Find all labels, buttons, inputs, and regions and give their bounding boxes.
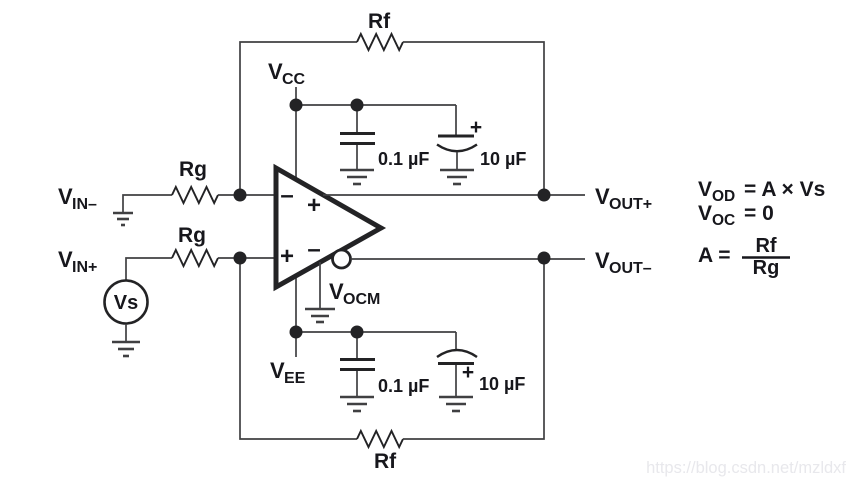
junction-dot <box>537 188 551 202</box>
ground-symbol-vcc-large <box>440 168 474 186</box>
capacitor-vee-small <box>340 358 375 371</box>
cap-vee-large-plus: + <box>462 361 474 384</box>
capacitor-vcc-large <box>436 134 478 153</box>
eq-gain-numerator: Rf <box>755 235 776 257</box>
vin-minus-branch: Rg V IN– <box>58 158 276 227</box>
ground-symbol-vocm <box>305 307 335 324</box>
bottom-feedback-branch: Rf <box>239 258 545 473</box>
vin-minus-label: V <box>58 184 73 209</box>
eq-voc-base: V <box>698 202 712 225</box>
opamp-inversion-bubble <box>331 248 352 270</box>
junction-dot <box>233 251 247 265</box>
vcc-label: V <box>268 59 283 84</box>
resistor-rg-lower <box>171 247 219 269</box>
output-lines: V OUT+ V OUT– <box>323 184 652 277</box>
resistor-rf-bottom <box>356 428 404 450</box>
junction-dots <box>233 98 551 339</box>
wire-vin-minus-left <box>122 194 172 213</box>
rf-bottom-label: Rf <box>374 450 397 473</box>
wire-top-feedback-right <box>403 41 545 195</box>
opamp-triangle <box>273 163 387 292</box>
ground-symbol-vee-small <box>340 395 374 413</box>
eq-voc-sub: OC <box>712 212 735 229</box>
capacitor-vee-large <box>436 348 478 365</box>
vee-label: V <box>270 358 285 383</box>
junction-dot <box>537 251 551 265</box>
top-feedback-branch: Rf <box>239 10 545 195</box>
vout-plus-label: V <box>595 184 610 209</box>
vocm-sub: OCM <box>343 291 380 308</box>
cap-vcc-small-label: 0.1 µF <box>378 149 429 169</box>
vocm-pin: V OCM <box>305 262 380 324</box>
wire-bottom-feedback-left <box>239 258 357 440</box>
eq-gain-denominator: Rg <box>753 257 780 279</box>
resistor-rg-upper <box>171 184 219 206</box>
vee-sub: EE <box>284 370 306 387</box>
rg-lower-label: Rg <box>178 224 206 247</box>
rg-upper-label: Rg <box>179 158 207 181</box>
equations-block: V OD = A × Vs V OC = 0 A = Rf Rg <box>698 178 825 279</box>
cap-vcc-large-label: 10 µF <box>480 149 526 169</box>
vout-minus-label: V <box>595 248 610 273</box>
ground-symbol-vee-large <box>439 395 473 413</box>
capacitor-vcc-small <box>340 132 375 145</box>
opamp-symbol: – + + – <box>273 163 387 292</box>
eq-vod-sub: OD <box>712 188 735 205</box>
vocm-label: V <box>329 279 344 304</box>
junction-dot <box>233 188 247 202</box>
eq-voc-rhs: = 0 <box>744 202 774 225</box>
resistor-rf-top <box>356 31 404 53</box>
vin-plus-branch: Vs Rg V IN+ <box>58 224 276 358</box>
vcc-supply-rail: V CC 0.1 µF + 10 µF <box>268 59 526 186</box>
wire-vin-plus-left <box>125 257 172 281</box>
watermark-text: https://blog.csdn.net/mzldxf <box>646 459 846 477</box>
cap-plate-curved <box>436 143 478 153</box>
source-vs-circle <box>103 279 149 325</box>
vcc-sub: CC <box>282 71 306 88</box>
junction-dot <box>289 325 303 339</box>
vin-plus-sub: IN+ <box>72 259 97 276</box>
cap-vee-large-label: 10 µF <box>479 374 525 394</box>
vee-supply-rail: V EE 0.1 µF + 10 µF <box>270 276 525 413</box>
ground-symbol-vin-minus <box>113 211 133 227</box>
opamp-noninverting-output-mark: + <box>307 192 321 219</box>
opamp-noninverting-input-mark: + <box>280 243 294 270</box>
cap-vcc-large-plus: + <box>470 116 482 139</box>
junction-dot <box>289 98 303 112</box>
wire-bottom-feedback-right <box>403 258 545 440</box>
vout-plus-sub: OUT+ <box>609 196 652 213</box>
eq-vod-base: V <box>698 178 712 201</box>
ground-symbol-vs <box>112 340 140 358</box>
ground-symbol-vcc-small <box>340 168 374 186</box>
vin-plus-label: V <box>58 247 73 272</box>
opamp-inverting-output-mark: – <box>307 236 320 263</box>
rf-top-label: Rf <box>368 10 391 33</box>
vin-minus-sub: IN– <box>72 196 97 213</box>
vout-minus-sub: OUT– <box>609 260 652 277</box>
junction-dot <box>350 98 364 112</box>
junction-dot <box>350 325 364 339</box>
eq-gain-lhs: A = <box>698 244 730 267</box>
cap-vee-small-label: 0.1 µF <box>378 376 429 396</box>
wire-top-feedback-left <box>239 41 357 195</box>
source-vs-label: Vs <box>114 292 138 314</box>
cap-plate-curved <box>436 348 478 358</box>
opamp-inverting-input-mark: – <box>280 182 293 209</box>
eq-vod-rhs: = A × Vs <box>744 178 825 201</box>
